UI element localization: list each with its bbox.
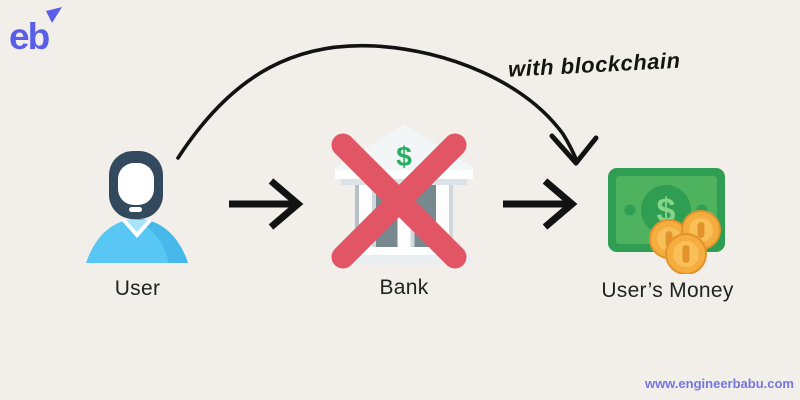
node-user: User: [85, 145, 190, 301]
bank-dollar-glyph: $: [396, 141, 412, 172]
bank-crossed-icon: $: [331, 124, 477, 269]
user-label: User: [114, 277, 161, 300]
node-money: $ User’s Money: [600, 162, 735, 303]
user-avatar-icon: [86, 151, 188, 263]
website-link[interactable]: www.engineerbabu.com: [644, 376, 794, 391]
right-arrow-icon: [503, 178, 578, 230]
money-bill-coins-icon: $: [608, 168, 725, 275]
users-money-label: User’s Money: [601, 279, 734, 302]
right-arrow-icon: [229, 178, 304, 230]
node-bank: $ Bank: [328, 120, 480, 300]
coin-icon: [665, 233, 707, 275]
engineerbabu-logo-icon: eb: [9, 7, 62, 57]
engineerbabu-logo: eb: [8, 6, 66, 57]
bank-label: Bank: [379, 276, 429, 299]
with-blockchain-label: with blockchain: [507, 47, 682, 82]
logo-text: eb: [9, 16, 50, 54]
